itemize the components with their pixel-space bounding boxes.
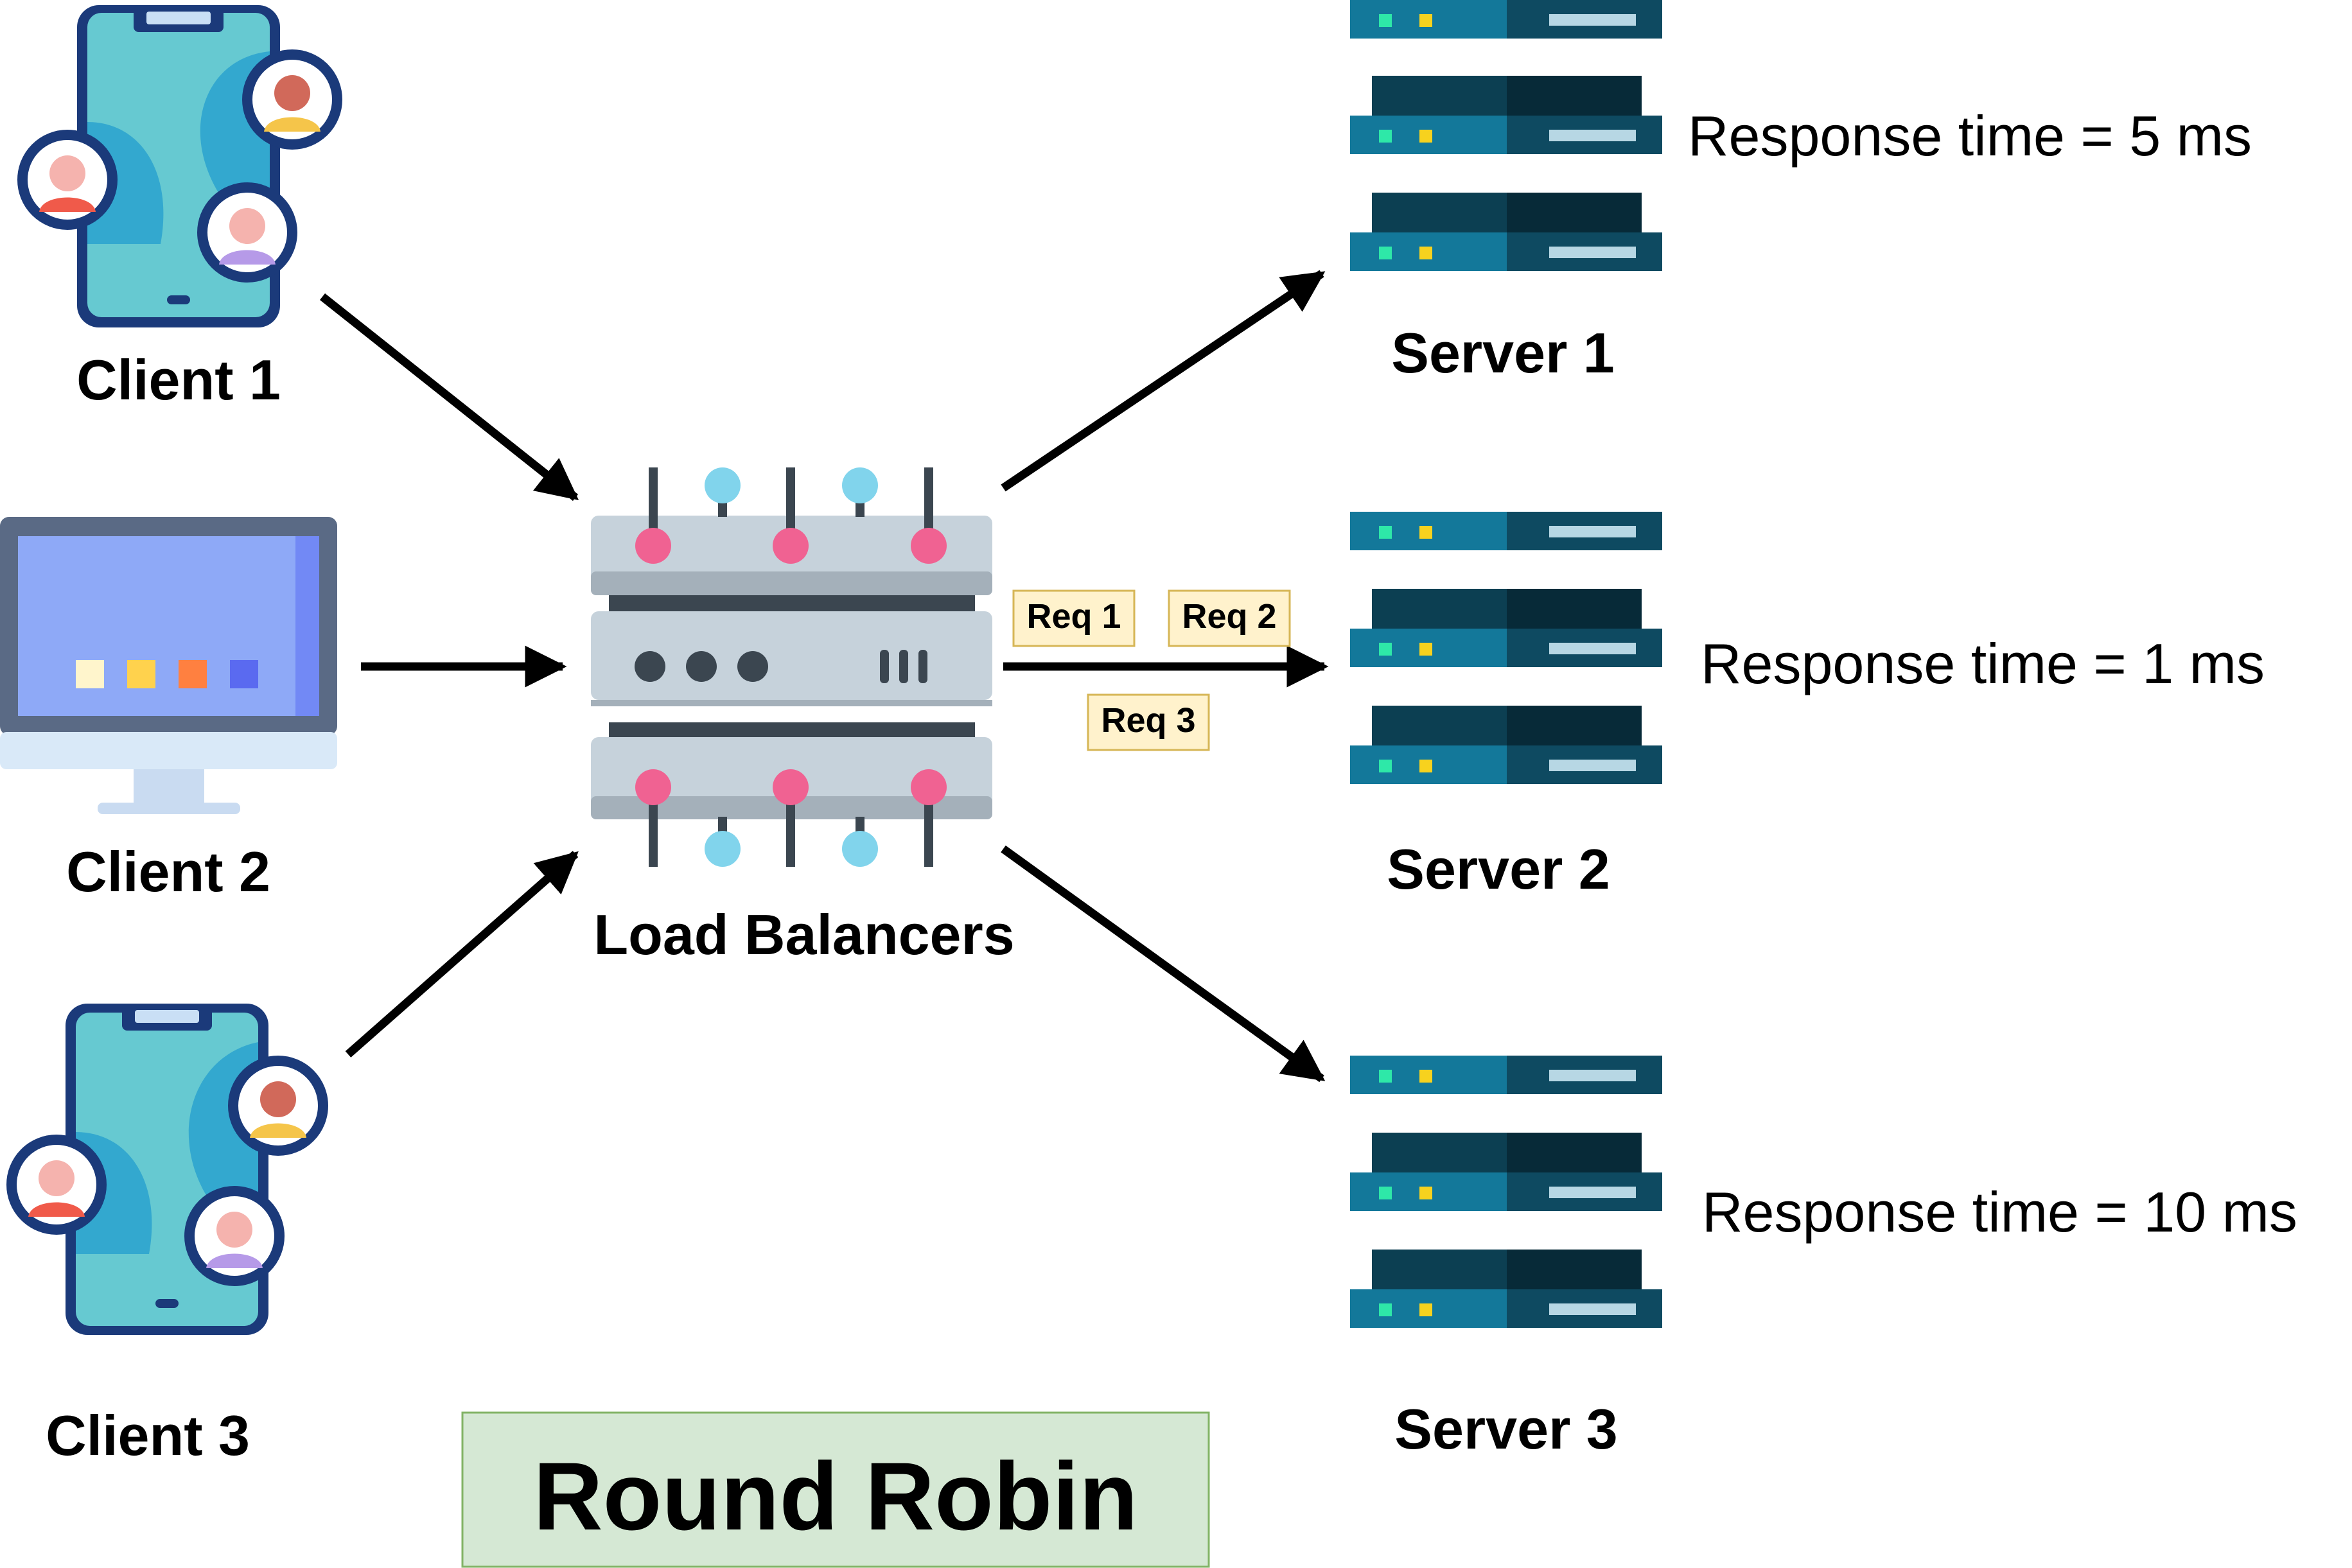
server-3-icon <box>1350 1056 1662 1328</box>
server-2-response-time: Response time = 1 ms <box>1701 632 2265 695</box>
request-tag-2: Req 2 <box>1168 589 1291 647</box>
request-tag-1: Req 1 <box>1012 589 1136 647</box>
load-balancer-label: Load Balancers <box>593 903 1014 966</box>
request-tag-2-label: Req 2 <box>1182 597 1276 636</box>
server-1-label: Server 1 <box>1391 321 1614 385</box>
algorithm-title: Round Robin <box>533 1442 1137 1550</box>
arrow-client1-to-lb <box>319 293 579 501</box>
load-balancer-icon <box>591 467 992 867</box>
client-2-desktop-icon <box>0 517 337 814</box>
arrow-lb-to-server3 <box>1001 845 1326 1083</box>
server-2-icon <box>1350 512 1662 784</box>
client-3-avatar-top-icon <box>228 1056 328 1156</box>
request-tag-1-label: Req 1 <box>1026 597 1121 636</box>
arrow-lb-to-server1 <box>1001 270 1326 492</box>
client-1-label: Client 1 <box>76 348 281 412</box>
server-3-response-time: Response time = 10 ms <box>1702 1180 2297 1244</box>
arrow-client3-to-lb <box>345 851 579 1058</box>
client-1-avatar-top-icon <box>242 49 342 150</box>
request-tag-3-label: Req 3 <box>1101 701 1195 740</box>
client-1-avatar-left-icon <box>17 130 118 230</box>
client-3-avatar-left-icon <box>6 1135 107 1235</box>
client-2-label: Client 2 <box>66 840 270 903</box>
client-3-avatar-bottom-icon <box>184 1186 285 1286</box>
server-1-response-time: Response time = 5 ms <box>1688 104 2252 168</box>
client-3-label: Client 3 <box>46 1404 250 1467</box>
server-2-label: Server 2 <box>1387 837 1610 901</box>
arrows <box>319 270 1329 1083</box>
server-3-label: Server 3 <box>1394 1397 1617 1461</box>
client-1-avatar-bottom-icon <box>197 182 297 283</box>
algorithm-title-box: Round Robin <box>461 1411 1210 1568</box>
request-tag-3: Req 3 <box>1087 693 1210 751</box>
server-1-icon <box>1350 0 1662 271</box>
